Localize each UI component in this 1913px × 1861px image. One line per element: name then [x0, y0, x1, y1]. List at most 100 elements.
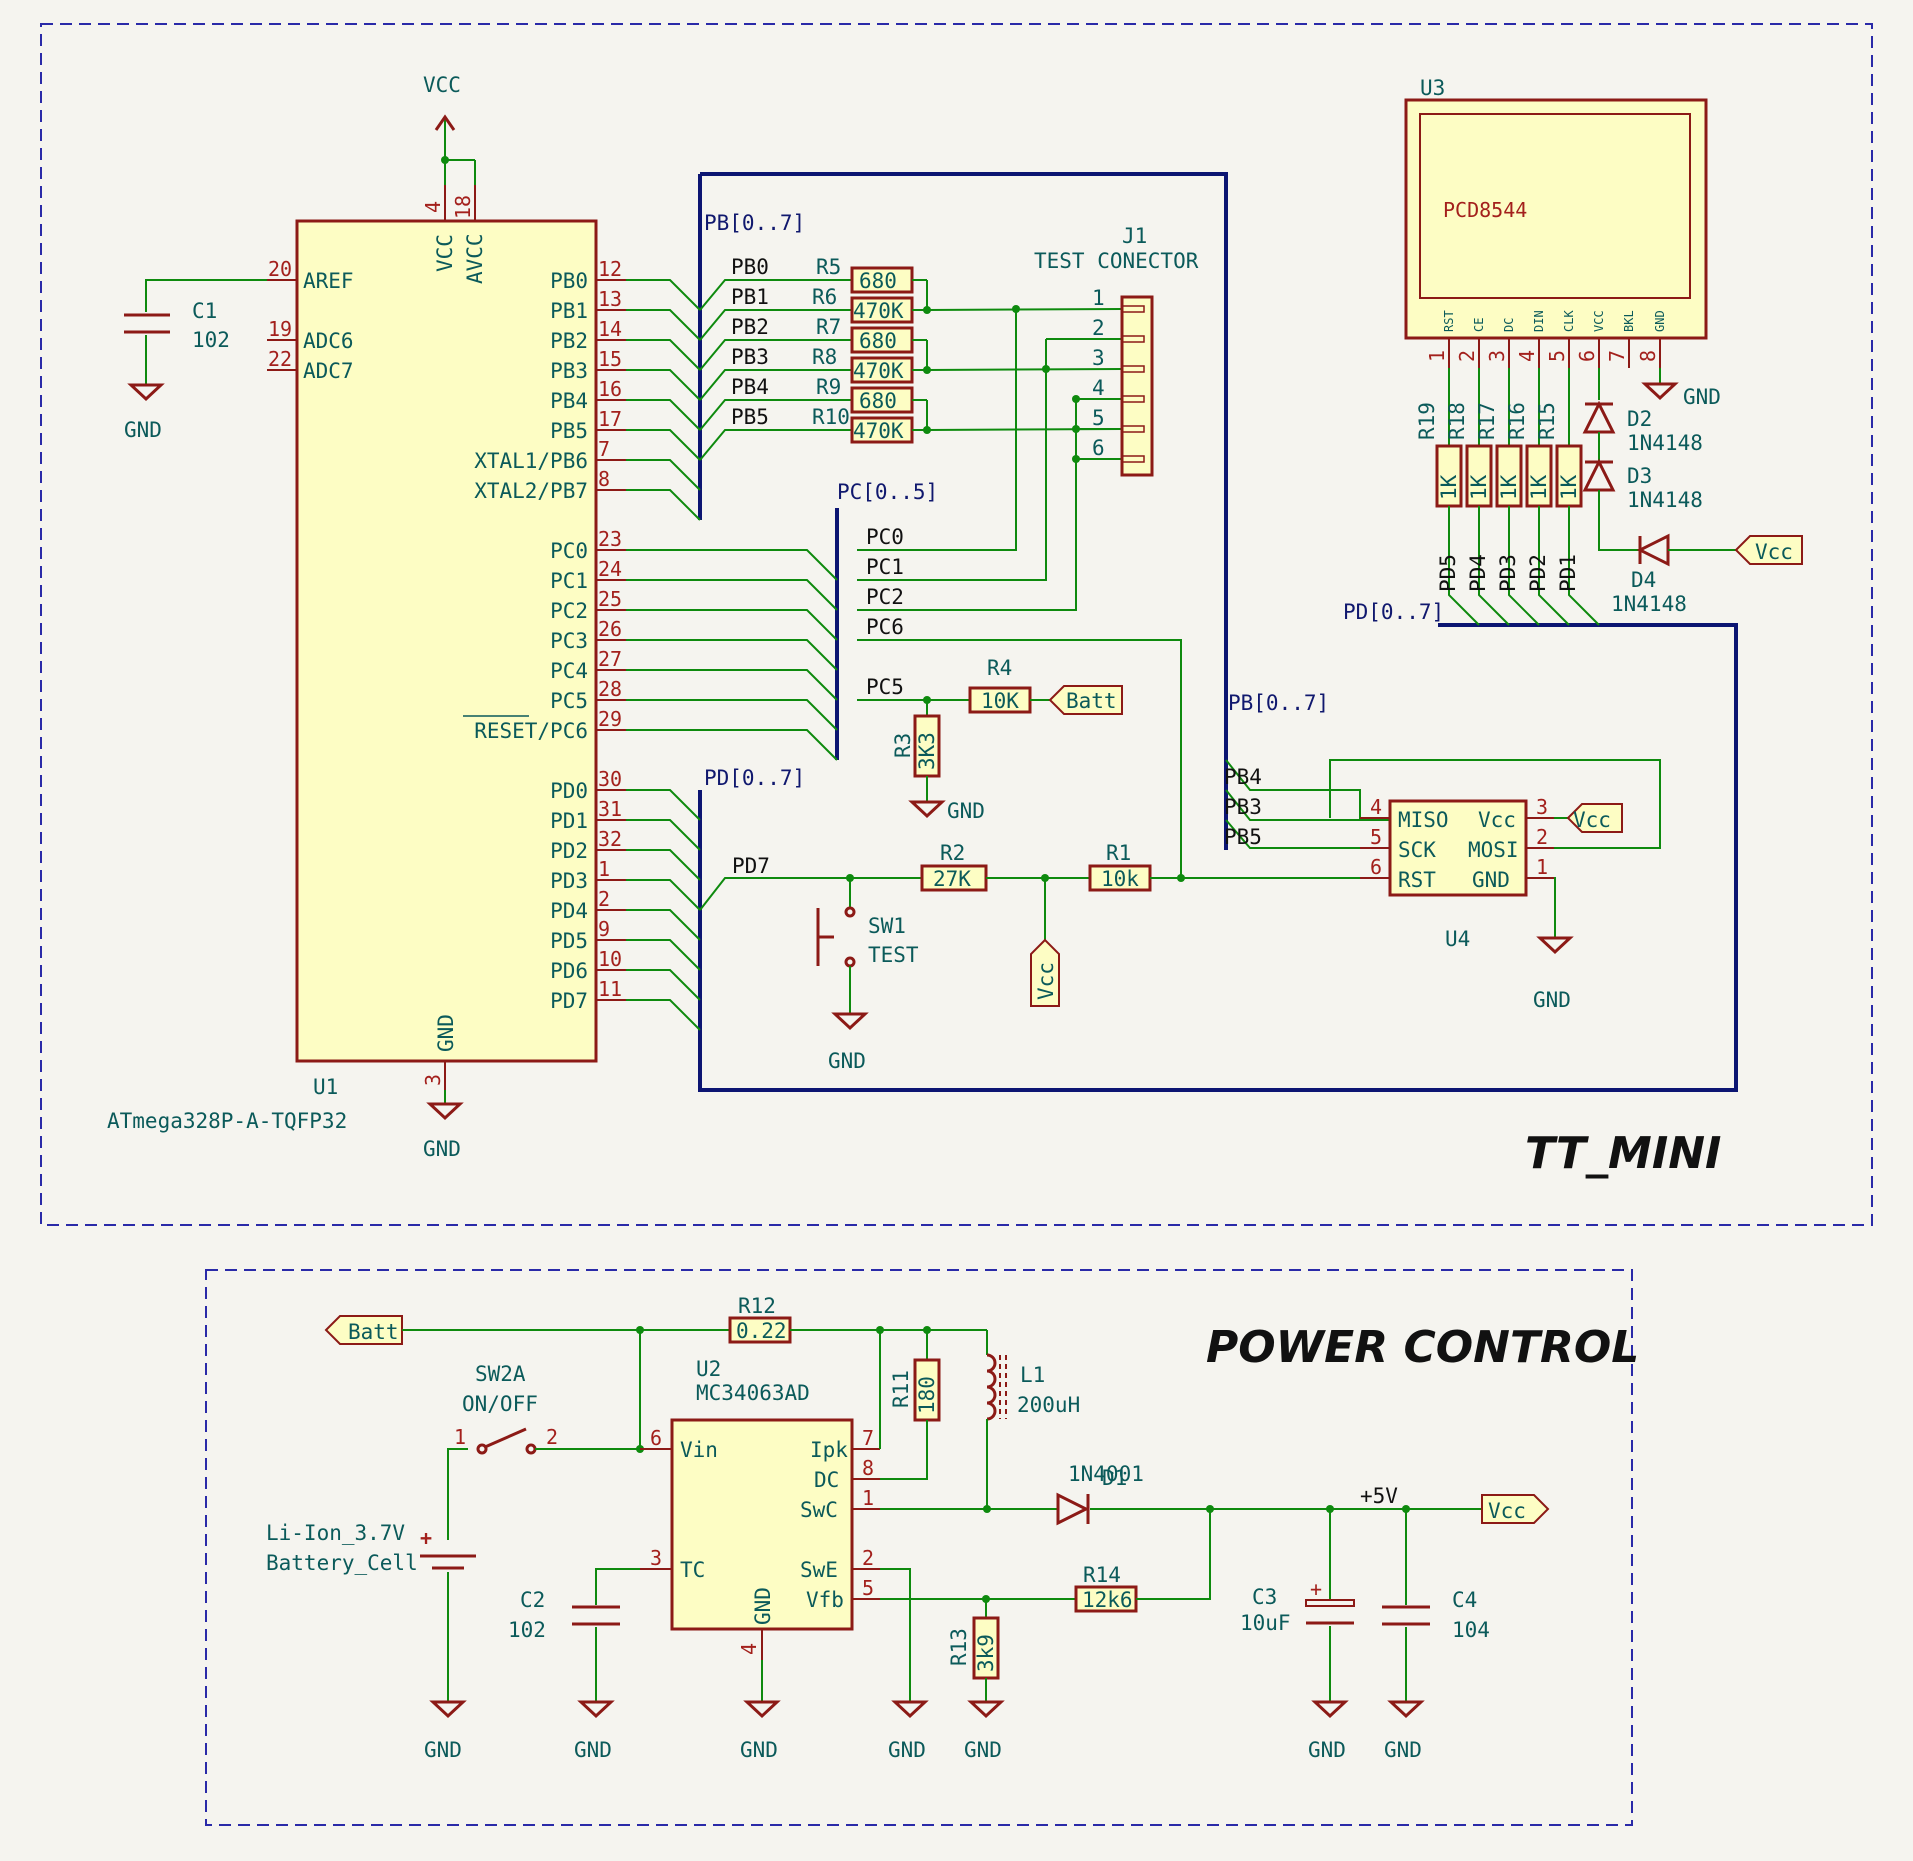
bus-entry: [626, 939, 701, 971]
pb-res-ref: R7: [816, 315, 841, 339]
u1-pin-name: PC2: [550, 599, 588, 623]
pc-nets: PC0 PC1 PC2 PC6 PC5 10K R4 Batt 3K3 R3 G…: [857, 309, 1182, 879]
svg-text:VCC: VCC: [433, 234, 457, 272]
u1-pin-number: 11: [598, 977, 622, 1001]
svg-text:R12: R12: [738, 1294, 776, 1318]
svg-text:GND: GND: [888, 1738, 926, 1762]
svg-text:1N4148: 1N4148: [1611, 592, 1687, 616]
u1-pin-name: PB3: [550, 359, 588, 383]
svg-text:104: 104: [1452, 1618, 1490, 1642]
u1-pin-name: XTAL2/PB7: [474, 479, 588, 503]
pb-net-wire: [699, 279, 852, 311]
j1-pin-number: 2: [1092, 316, 1105, 340]
svg-text:PC5: PC5: [866, 675, 904, 699]
lcd-net-label: PD4: [1466, 554, 1490, 592]
svg-text:GND: GND: [424, 1738, 462, 1762]
lcd-net-label: PD5: [1436, 554, 1460, 592]
svg-text:PC[0..5]: PC[0..5]: [837, 480, 938, 504]
svg-text:180: 180: [915, 1376, 939, 1414]
svg-text:ON/OFF: ON/OFF: [462, 1392, 538, 1416]
u1-pin-name: PD2: [550, 839, 588, 863]
u1-pin-name: PD3: [550, 869, 588, 893]
u3-pin-name: RST: [1442, 310, 1456, 332]
svg-text:Batt: Batt: [1066, 689, 1117, 713]
svg-text:3k9: 3k9: [974, 1634, 998, 1672]
bus-entry: [626, 609, 838, 641]
svg-text:PB4: PB4: [1224, 765, 1262, 789]
u1-pin-number: 30: [598, 767, 622, 791]
u1-pin-name: PD6: [550, 959, 588, 983]
j1-pin: [1121, 395, 1145, 403]
u1-pin-name: PB2: [550, 329, 588, 353]
pb-res-ref: R5: [816, 255, 841, 279]
j1-pin-number: 5: [1092, 406, 1105, 430]
pb-net-wire: [699, 399, 852, 431]
lcd-net-label: PD1: [1556, 554, 1580, 592]
j1-pin: [1121, 425, 1145, 433]
svg-text:4: 4: [737, 1643, 761, 1655]
svg-text:D2: D2: [1627, 407, 1652, 431]
pb-net-wire: [699, 339, 852, 371]
lcd-res-ref: R18: [1445, 402, 1469, 440]
svg-text:1: 1: [862, 1486, 874, 1510]
j1-pin-number: 3: [1092, 346, 1105, 370]
u1-pin-number: 9: [598, 917, 610, 941]
svg-text:R2: R2: [940, 841, 965, 865]
j1-pin: [1121, 365, 1145, 373]
pb-res-value: 470K: [853, 359, 904, 383]
u1-pin-name: XTAL1/PB6: [474, 449, 588, 473]
u1-pin-name: PB1: [550, 299, 588, 323]
pb-res-ref: R6: [812, 285, 837, 309]
u1-pin-number: 2: [598, 887, 610, 911]
u1-value: ATmega328P-A-TQFP32: [107, 1109, 347, 1133]
u1-pin-name: PD7: [550, 989, 588, 1013]
svg-text:R1: R1: [1106, 841, 1131, 865]
u1-pin-name: PD0: [550, 779, 588, 803]
u1-pin-number: 13: [598, 287, 622, 311]
pb-res-ref: R9: [816, 375, 841, 399]
svg-text:3: 3: [421, 1074, 445, 1086]
u1-pin-name: PD1: [550, 809, 588, 833]
svg-text:GND: GND: [423, 1137, 461, 1161]
svg-text:4: 4: [421, 201, 445, 213]
svg-text:0.22: 0.22: [736, 1319, 787, 1343]
u1-pin-number: 31: [598, 797, 622, 821]
svg-text:1N4148: 1N4148: [1627, 488, 1703, 512]
svg-text:200uH: 200uH: [1017, 1393, 1080, 1417]
svg-text:10uF: 10uF: [1240, 1611, 1291, 1635]
svg-text:102: 102: [508, 1618, 546, 1642]
svg-text:Vfb: Vfb: [806, 1588, 844, 1612]
svg-text:ADC7: ADC7: [303, 359, 354, 383]
u1-pin-number: 16: [598, 377, 622, 401]
svg-text:3: 3: [1536, 795, 1548, 819]
u1-pin-number: 29: [598, 707, 622, 731]
svg-text:VCC: VCC: [423, 73, 461, 97]
j1-pin-number: 1: [1092, 286, 1105, 310]
svg-text:Vin: Vin: [680, 1438, 718, 1462]
svg-text:+: +: [420, 1526, 432, 1550]
svg-text:R4: R4: [987, 656, 1012, 680]
pb-res-value: 680: [859, 329, 897, 353]
u1-pin-number: 32: [598, 827, 622, 851]
svg-text:D3: D3: [1627, 464, 1652, 488]
svg-text:7: 7: [862, 1426, 874, 1450]
lcd-res-value: 1K: [1557, 474, 1581, 500]
svg-text:12k6: 12k6: [1082, 1588, 1133, 1612]
u3-pin-number: 7: [1605, 350, 1629, 362]
pb-net-label: PB0: [731, 255, 769, 279]
j1-pin: [1121, 305, 1145, 313]
svg-text:SW1: SW1: [868, 914, 906, 938]
svg-text:8: 8: [862, 1456, 874, 1480]
j1-pin: [1121, 335, 1145, 343]
lcd-res-ref: R15: [1535, 402, 1559, 440]
svg-text:102: 102: [192, 328, 230, 352]
svg-text:C2: C2: [520, 1588, 545, 1612]
svg-text:Battery_Cell: Battery_Cell: [266, 1551, 418, 1575]
svg-text:1N4148: 1N4148: [1627, 431, 1703, 455]
u1-pin-name: PB5: [550, 419, 588, 443]
bus-entry: [626, 489, 701, 521]
u1-pin-name: RESET/PC6: [474, 719, 588, 743]
svg-text:GND: GND: [1472, 868, 1510, 892]
u1-pin-number: 15: [598, 347, 622, 371]
